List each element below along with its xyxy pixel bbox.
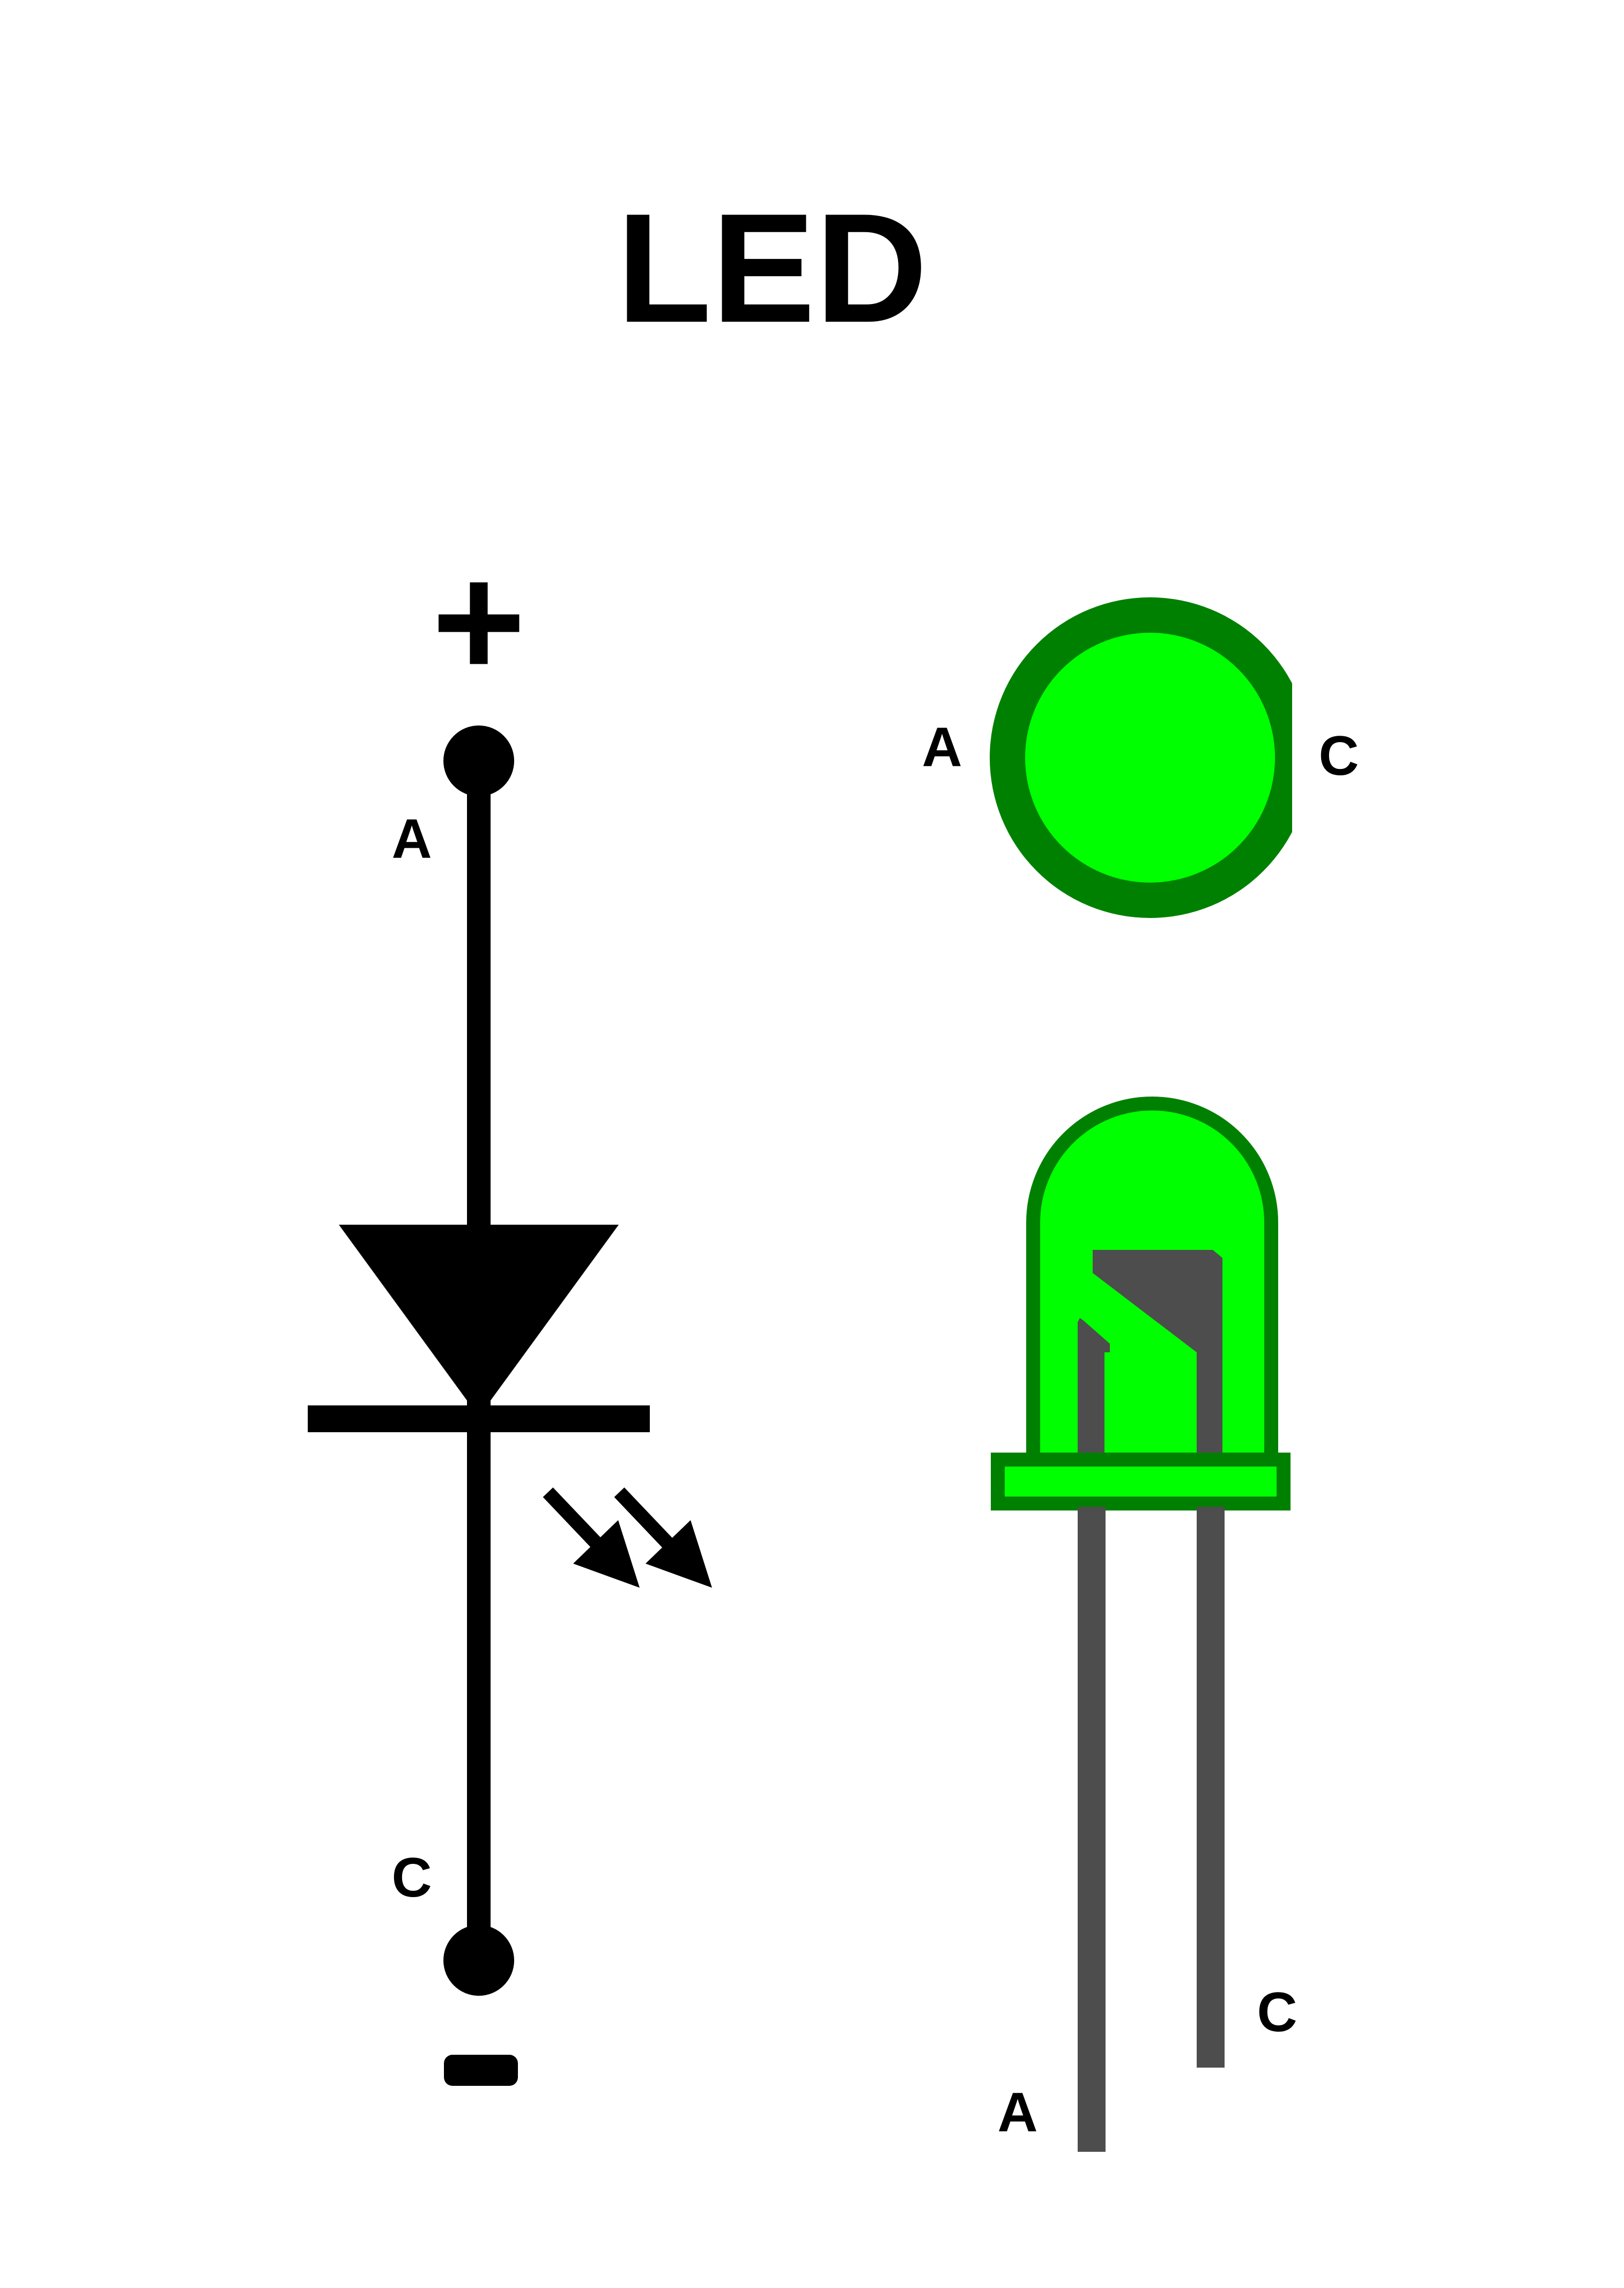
cathode-wire <box>467 1394 491 1963</box>
led-schematic-symbol: + A C <box>308 531 712 2086</box>
side-view-cathode-label: C <box>1257 1981 1297 2043</box>
plus-sign: + <box>432 531 525 711</box>
emission-arrows-icon <box>543 1487 712 1588</box>
top-view-cathode-label: C <box>1318 725 1359 787</box>
led-top-view: A C <box>922 597 1359 918</box>
led-side-view: C A <box>991 1097 1297 2152</box>
minus-sign <box>444 2055 518 2086</box>
cathode-lead <box>1197 1507 1225 2068</box>
top-view-anode-label: A <box>922 716 962 779</box>
top-view-lens <box>1025 633 1275 883</box>
schematic-cathode-label: C <box>391 1847 432 1909</box>
diagram-title: LED <box>617 181 928 355</box>
schematic-anode-label: A <box>391 808 432 870</box>
side-view-anode-label: A <box>997 2082 1037 2144</box>
diode-triangle <box>339 1225 619 1417</box>
anode-lead <box>1078 1507 1106 2152</box>
internal-leadframe <box>1078 1250 1222 1467</box>
cathode-terminal-dot <box>443 1925 514 1996</box>
anode-wire <box>467 761 491 1227</box>
led-flange <box>991 1453 1291 1510</box>
